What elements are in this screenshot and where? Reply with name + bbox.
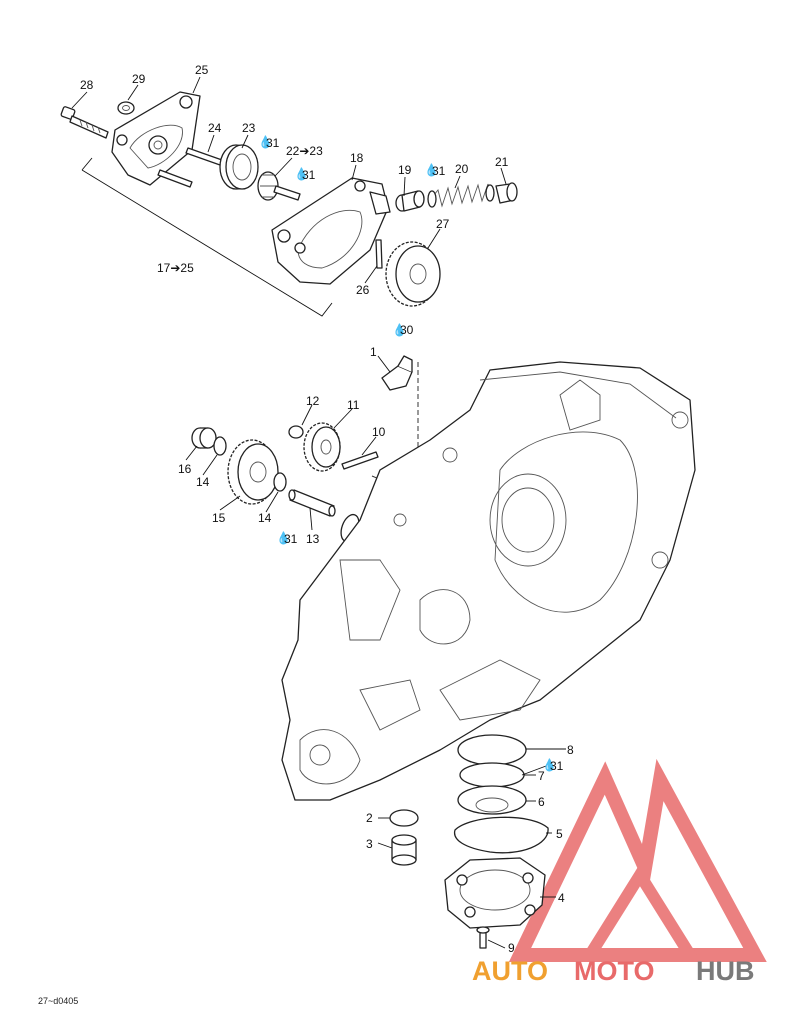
callout-4: 4: [558, 891, 565, 905]
shaft-13: [288, 489, 336, 517]
callout-25: 25: [195, 63, 209, 77]
callout-22-23: 22➔23: [286, 144, 323, 158]
circlip-12: [288, 425, 304, 439]
callout-11: 11: [347, 398, 360, 412]
gear-27: [385, 241, 441, 307]
callout-3: 3: [366, 837, 373, 851]
cap-6: [457, 785, 527, 815]
callout-31a: 31: [266, 136, 280, 150]
gear-train: [191, 355, 419, 543]
washer-14a: [213, 436, 227, 456]
diagram-code: 27~d0405: [38, 996, 79, 1006]
callout-20: 20: [455, 162, 469, 176]
callout-29: 29: [132, 72, 146, 86]
assembly-bracket: [81, 157, 333, 317]
watermark-moto: MOTO: [574, 956, 655, 986]
callout-27: 27: [436, 217, 450, 231]
pump-cover-25: [111, 91, 201, 186]
callout-31-oil-b: 💧: [294, 167, 309, 181]
oil-filter-stack: [389, 734, 549, 949]
callout-14a: 14: [196, 475, 210, 489]
callout-9: 9: [508, 941, 515, 955]
callout-31-oil-d: 💧: [276, 531, 291, 545]
plug-3: [391, 834, 417, 866]
callout-17-25: 17➔25: [157, 261, 194, 275]
gear-11: [303, 422, 341, 472]
callout-12: 12: [306, 394, 320, 408]
oring-2: [389, 809, 419, 827]
callout-7: 7: [538, 769, 545, 783]
callout-28: 28: [80, 78, 94, 92]
inner-rotor-22: [257, 171, 301, 201]
callout-5: 5: [556, 827, 563, 841]
washer-29: [117, 101, 135, 115]
plunger-19: [395, 190, 425, 212]
callout-31c: 31: [432, 164, 446, 178]
bushing-16: [191, 427, 217, 449]
screen-8: [457, 734, 527, 766]
callout-8: 8: [567, 743, 574, 757]
fitting-1: [381, 355, 413, 391]
outer-rotor-23: [219, 144, 259, 190]
callout-1: 1: [370, 345, 377, 359]
watermark-auto: AUTO: [472, 956, 548, 986]
callout-14b: 14: [258, 511, 272, 525]
bolt-9: [476, 926, 490, 949]
gear-15: [227, 439, 279, 505]
callout-15: 15: [212, 511, 226, 525]
callout-10: 10: [372, 425, 386, 439]
callout-31d: 31: [284, 532, 298, 546]
callout-31b: 31: [302, 168, 316, 182]
pin-24b: [157, 169, 193, 188]
callout-16: 16: [178, 462, 192, 476]
callout-31-oil-c: 💧: [424, 163, 439, 177]
callout-30-oil: 💧: [392, 323, 407, 337]
callout-23: 23: [242, 121, 256, 135]
spring-20: [427, 183, 495, 208]
callout-6: 6: [538, 795, 545, 809]
callout-21: 21: [495, 155, 509, 169]
pin-26: [375, 239, 383, 269]
callout-31e: 31: [550, 759, 564, 773]
callout-19: 19: [398, 163, 412, 177]
oring-7: [459, 762, 525, 788]
callout-31-oil-e: 💧: [542, 758, 557, 772]
pin-10: [341, 451, 379, 470]
cover-4: [444, 857, 546, 929]
callout-13: 13: [306, 532, 320, 546]
callout-18: 18: [350, 151, 364, 165]
callout-31-oil-a: 💧: [258, 135, 273, 149]
gasket-5: [453, 816, 549, 854]
callout-30: 30: [400, 323, 414, 337]
callout-26: 26: [356, 283, 370, 297]
crankcase: [281, 361, 696, 801]
bolt-28: [60, 106, 109, 139]
callout-24: 24: [208, 121, 222, 135]
oil-pump-assembly: [60, 91, 518, 317]
watermark-logo: [508, 758, 767, 962]
washer-14b: [273, 472, 287, 492]
leader-lines: [71, 76, 566, 949]
callout-2: 2: [366, 811, 373, 825]
watermark-hub: HUB: [696, 956, 755, 986]
watermark-wordmark: AUTO MOTO HUB: [472, 956, 755, 986]
pin-24: [185, 147, 223, 166]
callouts: 28 29 25 24 23 💧 31 22➔23 💧 31 18 19 💧 3…: [80, 63, 574, 955]
plug-21: [495, 182, 518, 204]
pump-body-18: [271, 177, 391, 285]
